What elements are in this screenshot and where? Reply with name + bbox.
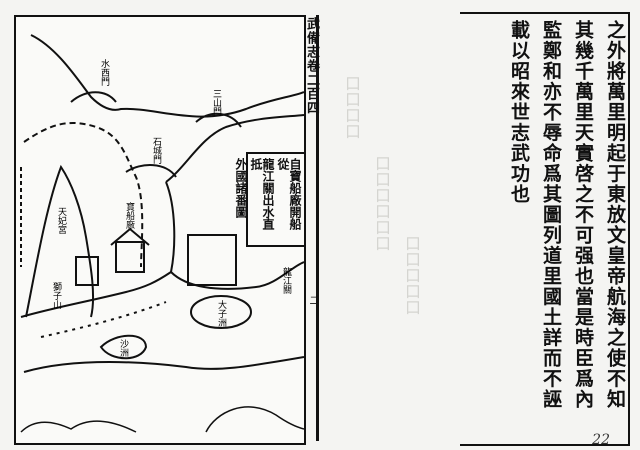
spine-title: 武備志卷二百四 (304, 17, 319, 115)
text-column: 載以昭來世志武功也 (508, 20, 530, 205)
hall-building (115, 241, 145, 273)
river-bank (30, 34, 304, 118)
bridge-gate (70, 91, 117, 103)
map-caption-box: 自寶船廠開船從 龍江關出水直抵 外國諸番圖 (234, 152, 306, 247)
river-map: 水西門 三山門 石城門 寶船廠 天妃宮 獅子山 大子洲 沙洲 龍江關 (20, 34, 304, 433)
text-column: 其幾千萬里天實啓之不可强也當是時臣爲內 (572, 20, 594, 410)
bleed-through-text: 口口口口口 (402, 235, 421, 315)
bleed-through-text: 口口口口口口 (372, 155, 391, 251)
caption-line: 外國諸番圖 (234, 158, 248, 218)
mountain-outline (25, 164, 95, 318)
spine-mark: 二 (307, 295, 318, 305)
label-sandbar: 沙洲 (118, 339, 129, 357)
river-bank (23, 356, 304, 373)
label-gate-west: 水西門 (99, 58, 110, 87)
label-shipyard: 寶船廠 (124, 201, 135, 230)
blank-panel: 口口口口 口口口口口口 口口口口口 (318, 15, 459, 441)
text-panel: 之外將萬里明起于東放文皇帝航海之使不知 其幾千萬里天實啓之不可强也當是時臣爲內 … (460, 12, 630, 448)
river-bank (23, 122, 144, 268)
label-mountain: 獅子山 (51, 281, 62, 309)
map-labels: 水西門 三山門 石城門 寶船廠 天妃宮 獅子山 大子洲 沙洲 龍江關 (51, 58, 292, 357)
bleed-through-text: 口口口口 (342, 75, 361, 139)
page-number: 22 (592, 432, 610, 448)
label-island: 大子洲 (216, 299, 227, 327)
river-bank (165, 114, 304, 183)
caption-line: 龍江關出水直抵 (249, 158, 275, 230)
label-customs: 龍江關 (281, 266, 292, 295)
bridge-gate (195, 112, 242, 128)
bridge-gate (125, 164, 177, 178)
caption-line: 自寶船廠開船從 (276, 158, 302, 230)
island-outline (190, 295, 252, 329)
label-gate-stone: 石城門 (151, 137, 162, 165)
text-column: 監鄭和亦不辱命爲其圖列道里國土詳而不誣 (540, 20, 562, 410)
hills-bottom (20, 406, 304, 433)
pavilion-building (75, 256, 99, 286)
river-bank (20, 271, 172, 318)
river-bank (40, 301, 167, 338)
sandbar-outline (99, 334, 148, 360)
book-spine: 武備志卷二百四 二 (302, 15, 319, 441)
label-palace: 天妃宮 (56, 207, 67, 235)
text-column: 之外將萬里明起于東放文皇帝航海之使不知 (604, 20, 626, 410)
map-panel: 水西門 三山門 石城門 寶船廠 天妃宮 獅子山 大子洲 沙洲 龍江關 自寶船廠開… (14, 15, 306, 445)
label-gate-east: 三山門 (211, 89, 222, 117)
temple-building (187, 234, 237, 286)
